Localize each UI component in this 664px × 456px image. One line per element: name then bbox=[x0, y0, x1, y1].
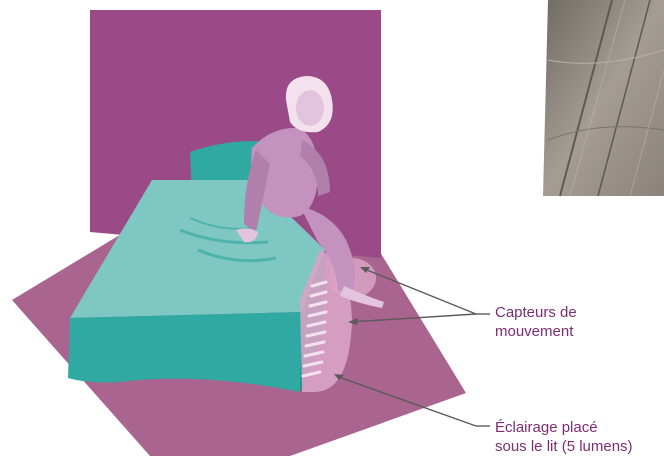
wood-floor-photo bbox=[543, 0, 664, 196]
under-bed-lighting-label-line1: Éclairage placé bbox=[495, 418, 633, 437]
motion-sensors-label-line1: Capteurs de bbox=[495, 303, 577, 322]
motion-sensors-label-line2: mouvement bbox=[495, 322, 577, 341]
motion-sensors-label: Capteurs de mouvement bbox=[495, 303, 577, 341]
under-bed-lighting-label: Éclairage placé sous le lit (5 lumens) bbox=[495, 418, 633, 456]
under-bed-lighting-label-line2: sous le lit (5 lumens) bbox=[495, 437, 633, 456]
